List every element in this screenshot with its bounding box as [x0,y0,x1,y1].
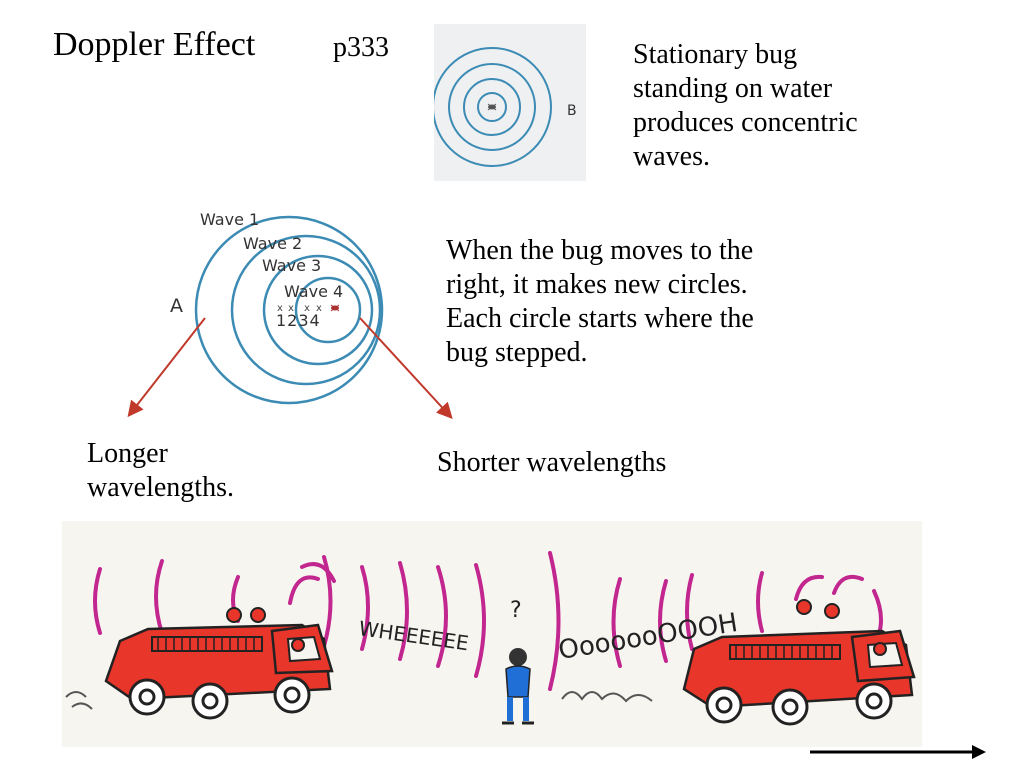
svg-text:x: x [277,303,283,314]
svg-text:x: x [316,303,322,314]
page-reference: p333 [333,32,389,63]
moving-caption: When the bug moves to the right, it make… [446,235,754,368]
sound-waves [93,551,883,691]
longer-wavelengths-label: Longer wavelengths. [87,438,234,503]
fire-truck-cartoon: WHEEEEEE ? OoooooOOOH [62,521,922,747]
wheee-sound-text: WHEEEEEE [357,616,470,655]
left-fire-truck [65,607,334,720]
bug-positions: 1234 [276,311,321,330]
moving-bug-icon [330,304,340,312]
right-fire-truck [682,599,916,726]
wave-1-label: Wave 1 [200,210,259,229]
point-b-label: B [567,103,577,119]
point-a-label: A [170,295,183,317]
bug-icon [487,103,497,111]
wave-3-label: Wave 3 [262,256,321,275]
stationary-wave-diagram: B [434,24,586,181]
svg-text:x: x [288,303,294,314]
svg-text:x: x [304,303,310,314]
shorter-wavelength-arrow [359,317,453,419]
direction-arrow-icon [810,745,986,759]
shorter-wavelengths-label: Shorter wavelengths [437,447,667,478]
longer-wavelength-arrow [127,317,206,418]
wave-4-label: Wave 4 [284,282,343,301]
question-mark: ? [510,598,522,623]
person-listener-icon: ? [502,598,534,725]
page-title: Doppler Effect [53,26,256,63]
stationary-caption: Stationary bug standing on water produce… [633,39,858,172]
wave-2-label: Wave 2 [243,234,302,253]
